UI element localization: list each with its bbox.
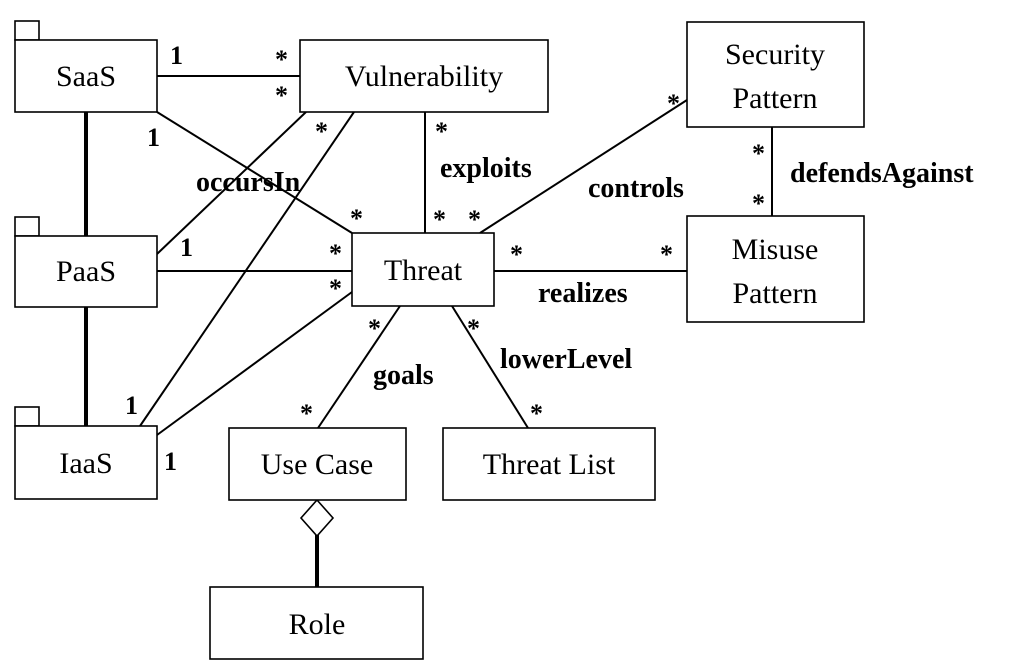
use-case-label: Use Case: [261, 448, 373, 481]
multiplicity-label: *: [368, 314, 381, 343]
threat-security-pattern-edge: [479, 99, 688, 234]
package-tab-icon: [14, 216, 40, 237]
multiplicity-label: 1: [180, 233, 193, 262]
security-pattern-class: Security Pattern: [686, 21, 865, 128]
vulnerability-class: Vulnerability: [299, 39, 549, 113]
paas-package: PaaS: [14, 216, 158, 308]
lowerlevel-label: lowerLevel: [500, 344, 632, 375]
security-pattern-label-line2: Pattern: [733, 82, 818, 115]
iaas-package: IaaS: [14, 406, 158, 500]
goals-label: goals: [373, 360, 434, 391]
multiplicity-label: *: [667, 89, 680, 118]
threat-list-class: Threat List: [442, 427, 656, 501]
multiplicity-label: 1: [147, 123, 160, 152]
package-tab-icon: [14, 406, 40, 427]
threat-threatlist-edge: [451, 305, 529, 429]
misuse-pattern-class: Misuse Pattern: [686, 215, 865, 323]
multiplicity-label: 1: [170, 41, 183, 70]
multiplicity-label: *: [752, 139, 765, 168]
security-pattern-label-line1: Security: [725, 38, 825, 71]
use-case-class: Use Case: [228, 427, 407, 501]
exploits-label: exploits: [440, 153, 532, 184]
saas-package: SaaS: [14, 20, 158, 113]
multiplicity-label: *: [660, 240, 673, 269]
paas-vulnerability-edge: [156, 111, 307, 255]
misuse-pattern-label-line2: Pattern: [733, 277, 818, 310]
multiplicity-label: *: [329, 239, 342, 268]
misuse-pattern-label-line1: Misuse: [732, 233, 819, 266]
role-label: Role: [289, 608, 346, 641]
saas-label: SaaS: [56, 60, 116, 93]
role-class: Role: [209, 586, 424, 660]
multiplicity-label: *: [350, 204, 363, 233]
multiplicity-label: *: [433, 205, 446, 234]
multiplicity-label: *: [510, 240, 523, 269]
threat-class: Threat: [351, 232, 495, 307]
controls-label: controls: [588, 173, 684, 204]
occursin-label: occursIn: [196, 167, 301, 198]
vulnerability-label: Vulnerability: [345, 60, 503, 93]
multiplicity-label: *: [468, 205, 481, 234]
saas-threat-edge: [156, 111, 353, 234]
multiplicity-label: *: [435, 117, 448, 146]
multiplicity-label: *: [315, 117, 328, 146]
multiplicity-label: *: [329, 274, 342, 303]
paas-label: PaaS: [56, 255, 116, 288]
package-tab-icon: [14, 20, 40, 41]
multiplicity-label: *: [275, 45, 288, 74]
multiplicity-label: *: [752, 189, 765, 218]
multiplicity-label: *: [530, 399, 543, 428]
iaas-label: IaaS: [59, 447, 112, 480]
multiplicity-label: *: [275, 81, 288, 110]
multiplicity-label: *: [300, 399, 313, 428]
aggregation-diamond-icon: [299, 498, 335, 538]
threat-usecase-edge: [317, 305, 401, 429]
threat-list-label: Threat List: [483, 448, 616, 481]
multiplicity-label: 1: [164, 447, 177, 476]
iaas-threat-edge: [156, 291, 353, 436]
multiplicity-label: 1: [125, 391, 138, 420]
iaas-vulnerability-edge: [139, 111, 355, 427]
realizes-label: realizes: [538, 278, 628, 309]
multiplicity-label: *: [467, 314, 480, 343]
threat-label: Threat: [384, 254, 463, 287]
defendsagainst-label: defendsAgainst: [790, 158, 974, 189]
